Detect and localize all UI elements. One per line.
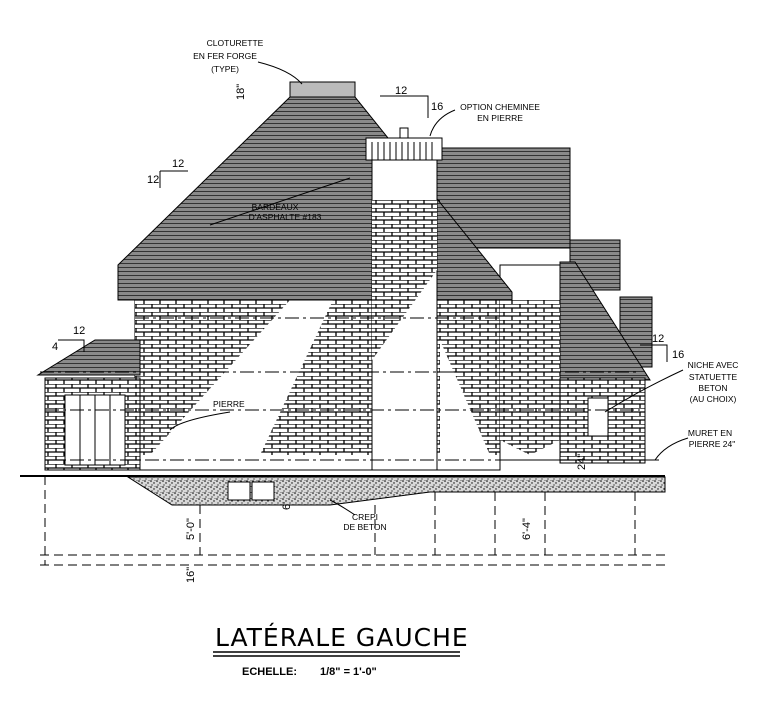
note-line: OPTION CHEMINEE <box>460 102 540 112</box>
dim-railing: 18" <box>235 84 247 100</box>
note-line: BETON <box>698 383 727 393</box>
slope-rise: 12 <box>147 174 159 186</box>
note-line: MURET EN <box>688 428 732 438</box>
note-muret: MURET EN PIERRE 24" <box>688 428 735 449</box>
note-line: EN PIERRE <box>477 113 523 123</box>
railing <box>289 81 356 98</box>
slope-run: 12 <box>652 333 664 345</box>
chimney <box>365 127 443 471</box>
niche <box>587 397 609 437</box>
slope-rise: 4 <box>52 341 58 353</box>
note-line: NICHE AVEC <box>688 360 739 370</box>
note-line: CREPI <box>352 512 378 522</box>
scale-label: ECHELLE: <box>242 666 297 678</box>
note-cloturette: CLOTURETTE EN FER FORGE (TYPE) <box>193 38 264 74</box>
drawing-title: LATÉRALE GAUCHE <box>215 623 469 652</box>
scale-value: 1/8" = 1'-0" <box>320 666 377 678</box>
note-cheminee: OPTION CHEMINEE EN PIERRE <box>460 102 540 123</box>
note-line: STATUETTE <box>689 372 738 382</box>
note-line: DE BETON <box>343 522 386 532</box>
slope-run: 12 <box>172 158 184 170</box>
right-roofs <box>434 147 653 381</box>
dim-window: 6' <box>281 502 293 510</box>
note-line: PIERRE 24" <box>689 439 735 449</box>
note-niche: NICHE AVEC STATUETTE BETON (AU CHOIX) <box>688 360 739 404</box>
foundation <box>126 476 666 506</box>
dim-footing-left: 5'-0" <box>185 518 197 540</box>
slope-run: 12 <box>395 85 407 97</box>
note-line: CLOTURETTE <box>207 38 264 48</box>
note-pierre: PIERRE <box>213 399 245 409</box>
slope-run: 12 <box>73 325 85 337</box>
note-line: (AU CHOIX) <box>690 394 737 404</box>
porch-roof <box>36 339 141 376</box>
note-crepi: CREPI DE BETON <box>343 512 386 532</box>
slope-rise: 16 <box>431 101 443 113</box>
slope-rise: 16 <box>672 349 684 361</box>
dim-muret: 24" <box>576 454 588 470</box>
note-bardeaux: BARDEAUX D'ASPHALTE #183 <box>249 202 322 222</box>
note-line: BARDEAUX <box>252 202 299 212</box>
note-line: EN FER FORGE <box>193 51 257 61</box>
note-line: D'ASPHALTE #183 <box>249 212 322 222</box>
note-line: (TYPE) <box>211 64 239 74</box>
dim-footing-thick: 16" <box>185 567 197 583</box>
dim-footing-right: 6'-4" <box>521 518 533 540</box>
